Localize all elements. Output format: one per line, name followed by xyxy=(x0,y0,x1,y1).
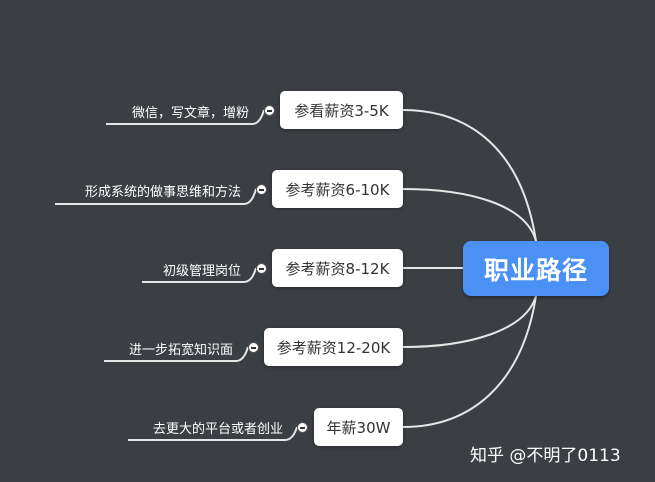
collapse-toggle-icon[interactable] xyxy=(264,105,275,116)
connector-node-leaf-2 xyxy=(55,188,257,205)
collapse-toggle-icon[interactable] xyxy=(297,422,308,433)
branch-node-3[interactable]: 参考薪资8-12K xyxy=(272,249,403,287)
watermark: 知乎 @不明了0113 xyxy=(470,446,621,466)
connector-node-leaf-5 xyxy=(128,426,298,441)
branch-node-1[interactable]: 参看薪资3-5K xyxy=(280,91,403,129)
leaf-topic-4[interactable]: 进一步拓宽知识面 xyxy=(128,343,233,358)
collapse-toggle-icon[interactable] xyxy=(256,263,267,274)
leaf-topic-5[interactable]: 去更大的平台或者创业 xyxy=(152,422,283,437)
leaf-topic-1[interactable]: 微信，写文章，增粉 xyxy=(131,106,249,121)
connector-node-leaf-1 xyxy=(106,109,265,125)
branch-node-2[interactable]: 参考薪资6-10K xyxy=(272,170,403,208)
leaf-topic-3[interactable]: 初级管理岗位 xyxy=(162,264,241,279)
branch-node-4[interactable]: 参考薪资12-20K xyxy=(264,328,403,366)
branch-node-5[interactable]: 年薪30W xyxy=(314,408,403,446)
connector-root-node-2 xyxy=(402,188,537,242)
root-topic[interactable]: 职业路径 xyxy=(463,241,609,296)
connector-root-node-4 xyxy=(402,295,537,348)
connector-root-node-5 xyxy=(402,295,537,428)
leaf-topic-2[interactable]: 形成系统的做事思维和方法 xyxy=(84,185,241,200)
collapse-toggle-icon[interactable] xyxy=(248,342,259,353)
connector-node-leaf-4 xyxy=(104,346,249,362)
collapse-toggle-icon[interactable] xyxy=(256,184,267,195)
connector-root-node-1 xyxy=(402,109,537,242)
connector-node-leaf-3 xyxy=(142,267,257,283)
